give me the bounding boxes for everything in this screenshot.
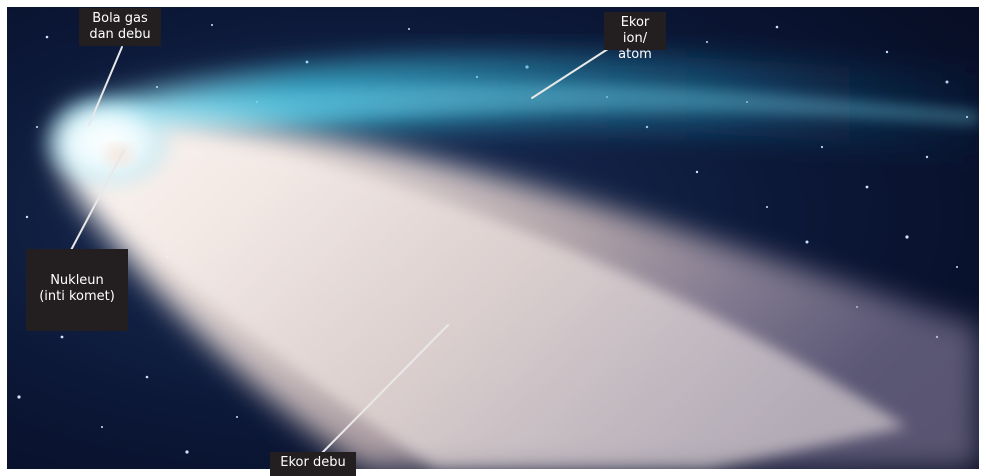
ion-tail-streak: [97, 84, 979, 142]
coma-label: Bola gas dan debu: [79, 8, 161, 46]
pointer-coma: [88, 46, 123, 126]
dust-tail-core: [76, 131, 908, 469]
coma: [37, 92, 177, 192]
nucleus: [105, 145, 133, 165]
dust-tail-label: Ekor debu: [270, 452, 356, 476]
pointer-dust-tail: [321, 324, 449, 454]
pointer-nucleus: [69, 149, 125, 253]
ion-tail-label: Ekor ion/ atom: [604, 12, 666, 62]
pointer-ion-tail: [531, 46, 612, 99]
nucleus-label: Nukleun (inti komet): [26, 249, 128, 331]
comet-image-frame: [7, 7, 979, 469]
comet-illustration: [7, 7, 979, 469]
pointer-lines: [69, 46, 612, 454]
